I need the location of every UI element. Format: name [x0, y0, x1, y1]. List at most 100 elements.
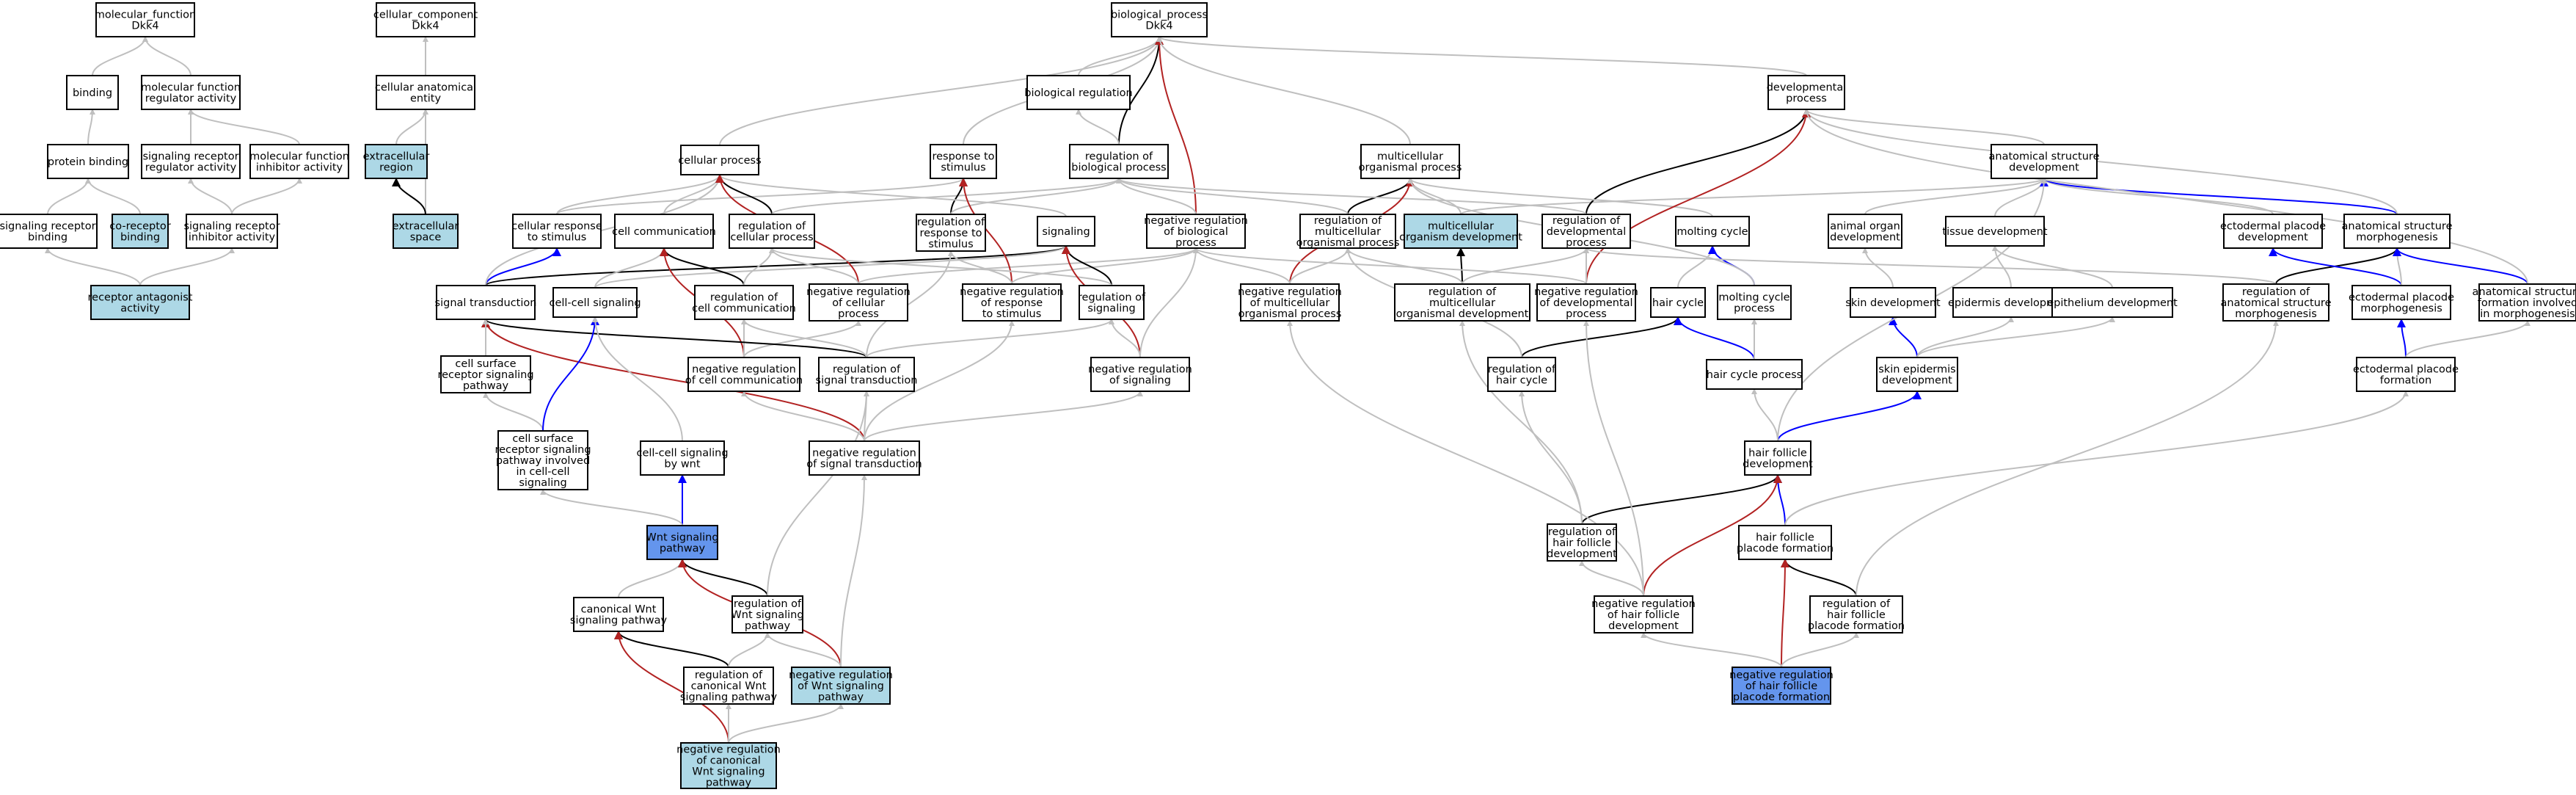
- go-term-box[interactable]: [1541, 214, 1631, 249]
- go-term-box[interactable]: [646, 525, 718, 560]
- go-term-node-cell-comm[interactable]: cell communication: [612, 214, 716, 249]
- go-term-box[interactable]: [731, 595, 803, 634]
- go-term-box[interactable]: [1850, 287, 1936, 318]
- go-term-box[interactable]: [573, 597, 664, 632]
- go-term-box[interactable]: [249, 144, 349, 179]
- go-term-box[interactable]: [2478, 283, 2576, 322]
- go-term-node-cc-sig[interactable]: cell-cell signaling: [549, 287, 641, 318]
- go-term-box[interactable]: [2051, 287, 2173, 318]
- go-term-box[interactable]: [687, 357, 800, 392]
- go-term-node-bio-reg[interactable]: biological regulation: [1024, 75, 1133, 110]
- go-term-box[interactable]: [1650, 287, 1706, 318]
- go-term-box[interactable]: [1675, 216, 1750, 247]
- go-term-box[interactable]: [376, 75, 475, 110]
- go-term-box[interactable]: [1404, 214, 1518, 249]
- go-term-box[interactable]: [1037, 216, 1095, 247]
- go-term-box[interactable]: [2223, 214, 2323, 249]
- go-term-box[interactable]: [376, 2, 475, 37]
- go-term-node-epith-dev[interactable]: epithelium development: [2047, 287, 2178, 318]
- go-term-box[interactable]: [497, 430, 588, 490]
- go-term-node-hair-cycle-proc[interactable]: hair cycle process: [1706, 359, 1803, 390]
- go-term-node-hair-cycle[interactable]: hair cycle: [1650, 287, 1706, 318]
- go-term-node-epid-dev[interactable]: epidermis development: [1948, 287, 2074, 318]
- go-term-box[interactable]: [393, 214, 459, 249]
- go-term-box[interactable]: [1952, 287, 2070, 318]
- go-term-box[interactable]: [1090, 357, 1190, 392]
- go-term-box[interactable]: [186, 214, 278, 249]
- go-term-box[interactable]: [1706, 359, 1803, 390]
- go-term-box[interactable]: [512, 214, 602, 249]
- go-term-box[interactable]: [2356, 357, 2456, 392]
- go-term-box[interactable]: [1547, 523, 1617, 562]
- go-term-box[interactable]: [90, 285, 190, 320]
- go-term-box[interactable]: [1594, 595, 1693, 634]
- go-term-node-prot-bind[interactable]: protein binding: [47, 144, 129, 179]
- go-term-box[interactable]: [1079, 285, 1145, 320]
- go-term-box[interactable]: [1717, 285, 1792, 320]
- go-term-box[interactable]: [95, 2, 195, 37]
- go-term-box[interactable]: [1991, 144, 2098, 179]
- go-term-box[interactable]: [694, 285, 794, 320]
- go-term-box[interactable]: [1536, 283, 1636, 322]
- go-term-box[interactable]: [1487, 357, 1556, 392]
- go-term-box[interactable]: [0, 214, 98, 249]
- go-term-box[interactable]: [683, 667, 774, 705]
- go-term-box[interactable]: [962, 283, 1062, 322]
- go-term-box[interactable]: [440, 355, 531, 393]
- go-term-box[interactable]: [640, 440, 725, 476]
- go-term-box[interactable]: [2351, 285, 2451, 320]
- go-term-box[interactable]: [1360, 144, 1460, 179]
- go-term-box[interactable]: [1069, 144, 1169, 179]
- go-term-node-cell-proc[interactable]: cellular process: [678, 145, 762, 175]
- go-term-box[interactable]: [1809, 595, 1903, 634]
- go-term-box[interactable]: [729, 214, 815, 249]
- go-term-box[interactable]: [791, 667, 891, 705]
- go-term-node-sig-trans[interactable]: signal transduction: [435, 285, 537, 320]
- go-term-box[interactable]: [930, 144, 997, 179]
- go-term-node-binding[interactable]: binding: [66, 75, 119, 110]
- go-term-box[interactable]: [680, 145, 759, 175]
- go-term-box[interactable]: [2343, 214, 2451, 249]
- go-term-box[interactable]: [818, 357, 915, 392]
- go-term-box[interactable]: [1828, 214, 1902, 249]
- go-term-box[interactable]: [1394, 283, 1530, 322]
